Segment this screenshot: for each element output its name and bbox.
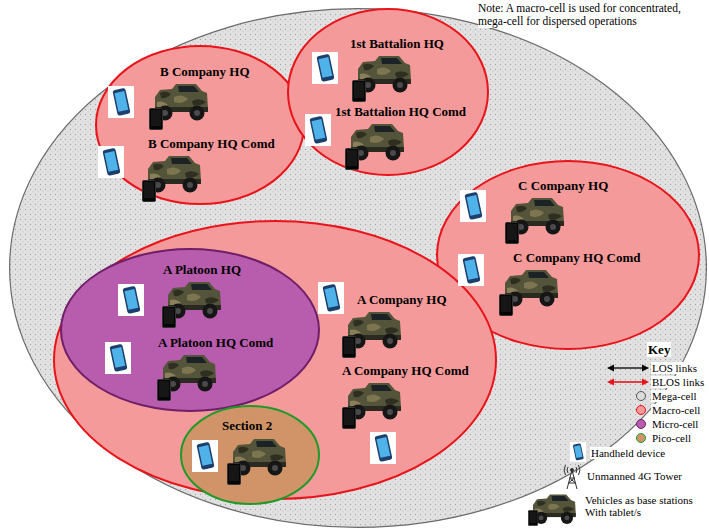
legend-slot: Macro-cell xyxy=(651,404,701,416)
pico-cell-ellipse xyxy=(181,406,319,504)
legend-text: Handheld device xyxy=(590,447,666,459)
legend-text: Mega-cell xyxy=(651,390,698,402)
tablet-sample xyxy=(528,511,537,526)
unit-label: A Platoon HQ xyxy=(163,262,241,277)
legend-slot: Handheld device xyxy=(590,447,666,459)
handheld xyxy=(370,432,396,464)
tablet xyxy=(343,337,356,358)
mega-cell-ellipse xyxy=(10,9,707,528)
unit-label-slot: 1st Battalion HQ xyxy=(350,36,444,51)
unit-label: 1st Battalion HQ Comd xyxy=(335,104,466,119)
legend-text: Vehicles as base stations With tablet/s xyxy=(584,494,706,518)
tablet xyxy=(228,464,241,485)
handheld xyxy=(108,86,134,118)
unit-label: A Company HQ Comd xyxy=(342,363,469,378)
unit-label: C Company HQ xyxy=(518,178,608,193)
unit-label-slot: 1st Battalion HQ Comd xyxy=(335,104,466,119)
tablet xyxy=(353,81,366,102)
legend-swatch xyxy=(636,405,646,415)
handheld xyxy=(98,146,124,178)
unit-label-slot: A Platoon HQ xyxy=(163,262,241,277)
unit-label: A Company HQ xyxy=(357,292,447,307)
legend-slot: Unmanned 4G Tower xyxy=(586,470,683,482)
legend-swatch xyxy=(636,391,646,401)
legend-slot: Vehicles as base stations With tablet/s xyxy=(584,494,706,518)
micro-cell-ellipse xyxy=(61,249,319,411)
unit-label-slot: C Company HQ xyxy=(518,178,608,193)
legend-text: Macro-cell xyxy=(651,404,701,416)
macro-cell-ellipse xyxy=(288,9,488,175)
legend-slot: Pico-cell xyxy=(651,432,692,444)
legend-slot: LOS links xyxy=(651,362,698,374)
unit-label-slot: A Company HQ xyxy=(357,292,447,307)
legend-text: BLOS links xyxy=(651,376,705,388)
legend-title: Key xyxy=(647,342,671,357)
legend-text: LOS links xyxy=(651,362,698,374)
legend-slot: Mega-cell xyxy=(651,390,698,402)
handheld xyxy=(312,52,338,84)
handheld xyxy=(305,114,331,146)
tablet xyxy=(500,295,513,316)
label-slot: Key xyxy=(647,342,671,357)
handheld xyxy=(318,282,344,314)
unit-label: 1st Battalion HQ xyxy=(350,36,444,51)
legend-text: Micro-cell xyxy=(651,418,699,430)
legend-text: Unmanned 4G Tower xyxy=(586,470,683,482)
unit-label: B Company HQ xyxy=(160,64,250,79)
legend-slot: Micro-cell xyxy=(651,418,699,430)
unit-label: A Platoon HQ Comd xyxy=(158,335,273,350)
tablet xyxy=(158,380,171,401)
unit-label-slot: C Company HQ Comd xyxy=(513,250,641,265)
label-slot: Note: A macro-cell is used for concentra… xyxy=(478,2,702,28)
unit-label: C Company HQ Comd xyxy=(513,250,641,265)
tablet xyxy=(143,181,156,202)
unit-label-slot: A Platoon HQ Comd xyxy=(158,335,273,350)
handheld-sample xyxy=(570,442,586,462)
unit-label: B Company HQ Comd xyxy=(148,136,275,151)
tablet xyxy=(163,307,176,328)
handheld xyxy=(192,440,218,472)
unit-label-slot: A Company HQ Comd xyxy=(342,363,469,378)
handheld xyxy=(118,284,144,316)
tablet xyxy=(506,223,519,244)
legend-slot: BLOS links xyxy=(651,376,705,388)
unit-label-slot: B Company HQ xyxy=(160,64,250,79)
legend-swatch xyxy=(636,419,646,429)
micro-cell: A Platoon HQ A Platoon HQ Comd xyxy=(60,248,320,412)
macro-cell-ellipse xyxy=(96,46,304,204)
tablet xyxy=(343,408,356,429)
legend-swatch xyxy=(636,433,646,443)
handheld xyxy=(460,190,486,222)
tablet xyxy=(346,149,359,170)
unit-label-slot: B Company HQ Comd xyxy=(148,136,275,151)
handheld xyxy=(105,342,131,374)
handheld xyxy=(458,254,484,286)
macro-cell-ellipse xyxy=(54,221,496,499)
note-text: Note: A macro-cell is used for concentra… xyxy=(478,2,702,28)
legend-text: Pico-cell xyxy=(651,432,692,444)
vehicle-sample xyxy=(533,494,576,524)
unit-label-slot: Section 2 xyxy=(222,418,272,433)
unit-label: Section 2 xyxy=(222,418,272,433)
tablet xyxy=(150,109,163,130)
